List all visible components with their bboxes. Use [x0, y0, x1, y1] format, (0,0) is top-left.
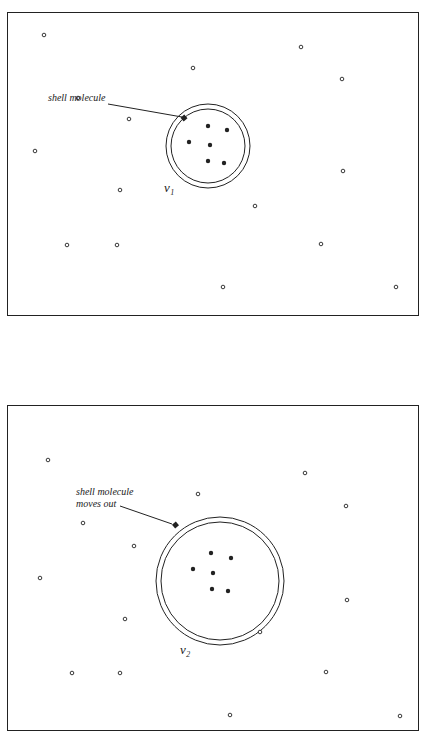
volume-label: v₂ — [180, 642, 190, 657]
inside-molecules — [172, 114, 233, 593]
outside-molecules — [33, 33, 402, 718]
volume-outer — [156, 517, 284, 645]
volume-inner — [171, 109, 245, 183]
panel-frame — [8, 406, 419, 731]
callout-label: shell molecule — [48, 92, 105, 104]
volume-inner — [161, 522, 279, 640]
panel-frame — [8, 13, 419, 316]
leader-line — [120, 506, 172, 524]
callout-label: shell molecule moves out — [76, 486, 146, 510]
volume-label: v₁ — [164, 180, 174, 195]
leader-line — [108, 104, 182, 117]
